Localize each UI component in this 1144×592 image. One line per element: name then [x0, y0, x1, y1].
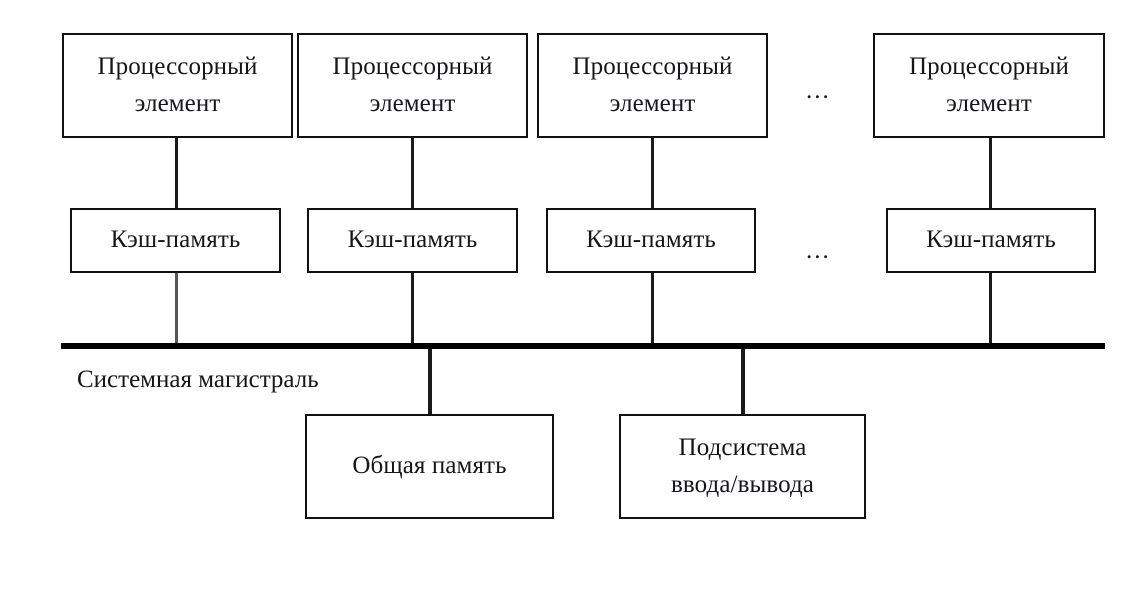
- io-subsystem-label-line2: ввода/вывода: [670, 470, 814, 498]
- cache-memory-box-1[interactable]: Кэш-память: [70, 208, 281, 273]
- cache-memory-box-2[interactable]: Кэш-память: [307, 208, 518, 273]
- connector-cache-1-to-bus: [175, 273, 178, 346]
- connector-cache-2-to-bus: [411, 273, 414, 346]
- processor-element-box-2[interactable]: Процессорный элемент: [297, 33, 528, 138]
- processor-element-label-line2: элемент: [369, 89, 456, 117]
- processor-element-box-3[interactable]: Процессорный элемент: [537, 33, 768, 138]
- processor-element-label-line2: элемент: [134, 89, 221, 117]
- connector-processor-1-to-cache-1: [175, 138, 178, 208]
- connector-bus-to-io-subsystem: [741, 348, 745, 416]
- connector-cache-4-to-bus: [989, 273, 992, 346]
- processor-element-label-line1: Процессорный: [97, 53, 258, 81]
- connector-processor-2-to-cache-2: [411, 138, 414, 208]
- processor-row-ellipsis: ...: [806, 77, 831, 104]
- cache-memory-box-4[interactable]: Кэш-память: [886, 208, 1096, 273]
- io-subsystem-box[interactable]: Подсистема ввода/вывода: [619, 414, 866, 519]
- io-subsystem-label-line1: Подсистема: [678, 434, 807, 462]
- cache-memory-label: Кэш-память: [926, 226, 1056, 254]
- processor-element-box-1[interactable]: Процессорный элемент: [62, 33, 293, 138]
- shared-memory-box[interactable]: Общая память: [305, 414, 554, 519]
- connector-processor-4-to-cache-4: [989, 138, 992, 208]
- cache-memory-label: Кэш-память: [347, 226, 478, 254]
- processor-element-label-line1: Процессорный: [332, 53, 493, 81]
- cache-memory-label: Кэш-память: [110, 226, 241, 254]
- cache-memory-label: Кэш-память: [586, 226, 716, 254]
- connector-bus-to-shared-memory: [428, 348, 432, 416]
- system-bus-line: [61, 343, 1105, 349]
- connector-cache-3-to-bus: [651, 273, 654, 346]
- system-bus-label: Системная магистраль: [77, 366, 319, 393]
- processor-element-label-line1: Процессорный: [572, 53, 733, 81]
- processor-element-label-line2: элемент: [609, 89, 696, 117]
- processor-element-box-4[interactable]: Процессорный элемент: [873, 33, 1105, 138]
- cache-row-ellipsis: ...: [806, 237, 831, 264]
- cache-memory-box-3[interactable]: Кэш-память: [546, 208, 756, 273]
- connector-processor-3-to-cache-3: [651, 138, 654, 208]
- shared-memory-label: Общая память: [352, 452, 507, 480]
- processor-element-label-line1: Процессорный: [908, 53, 1070, 81]
- processor-element-label-line2: элемент: [946, 89, 1032, 117]
